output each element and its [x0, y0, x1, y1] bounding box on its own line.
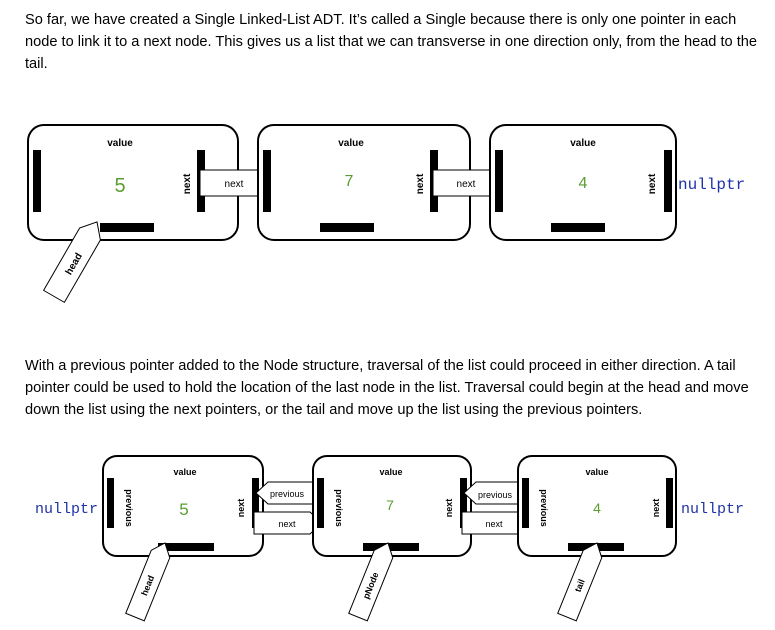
- list-node: previous value 5 next: [102, 455, 264, 557]
- nullptr-left-label: nullptr: [35, 501, 98, 518]
- intro-paragraph: So far, we have created a Single Linked-…: [25, 12, 757, 72]
- previous-field-label: previous: [124, 489, 134, 527]
- list-node: previous value 7 next: [312, 455, 472, 557]
- value-label: value: [379, 467, 402, 477]
- node-value: 4: [593, 500, 601, 516]
- node-value: 5: [179, 500, 188, 519]
- next-link-label: next: [278, 519, 296, 529]
- value-label: value: [107, 138, 133, 149]
- head-pointer-arrow: head: [125, 542, 171, 622]
- tail-pointer-arrow: tail: [557, 542, 603, 622]
- value-label: value: [585, 467, 608, 477]
- previous-field-label: previous: [334, 489, 344, 527]
- singly-linked-list-diagram: value 5 next next value 7 next next valu…: [27, 124, 745, 304]
- next-field-label: next: [651, 499, 661, 518]
- previous-link-label: previous: [478, 490, 513, 500]
- value-label: value: [173, 467, 196, 477]
- list-node: value 4 next: [489, 124, 677, 241]
- next-field-label: next: [182, 173, 193, 194]
- tail-label: tail: [573, 578, 587, 594]
- nullptr-right-label: nullptr: [681, 501, 744, 518]
- node-value: 5: [114, 175, 125, 197]
- doubly-linked-paragraph: With a previous pointer added to the Nod…: [25, 358, 749, 418]
- head-pointer-arrow: head: [42, 221, 101, 304]
- previous-link-label: previous: [270, 489, 305, 499]
- node-value: 7: [345, 173, 354, 190]
- doubly-linked-list-diagram: nullptr previous value 5 next previous n…: [35, 455, 744, 622]
- next-link-label: next: [225, 179, 244, 190]
- node-value: 7: [386, 497, 394, 513]
- previous-field-label: previous: [539, 489, 549, 527]
- next-pointer-arrow: next: [253, 511, 323, 535]
- next-field-label: next: [444, 499, 454, 518]
- pnode-pointer-arrow: pNode: [348, 542, 394, 622]
- node-value: 4: [579, 175, 588, 192]
- value-label: value: [570, 138, 596, 149]
- next-link-label: next: [457, 179, 476, 190]
- next-field-label: next: [415, 173, 426, 194]
- list-node: previous value 4 next: [517, 455, 677, 557]
- next-link-label: next: [485, 519, 503, 529]
- value-label: value: [338, 138, 364, 149]
- next-field-label: next: [647, 173, 658, 194]
- next-field-label: next: [236, 499, 246, 518]
- nullptr-label: nullptr: [678, 176, 745, 194]
